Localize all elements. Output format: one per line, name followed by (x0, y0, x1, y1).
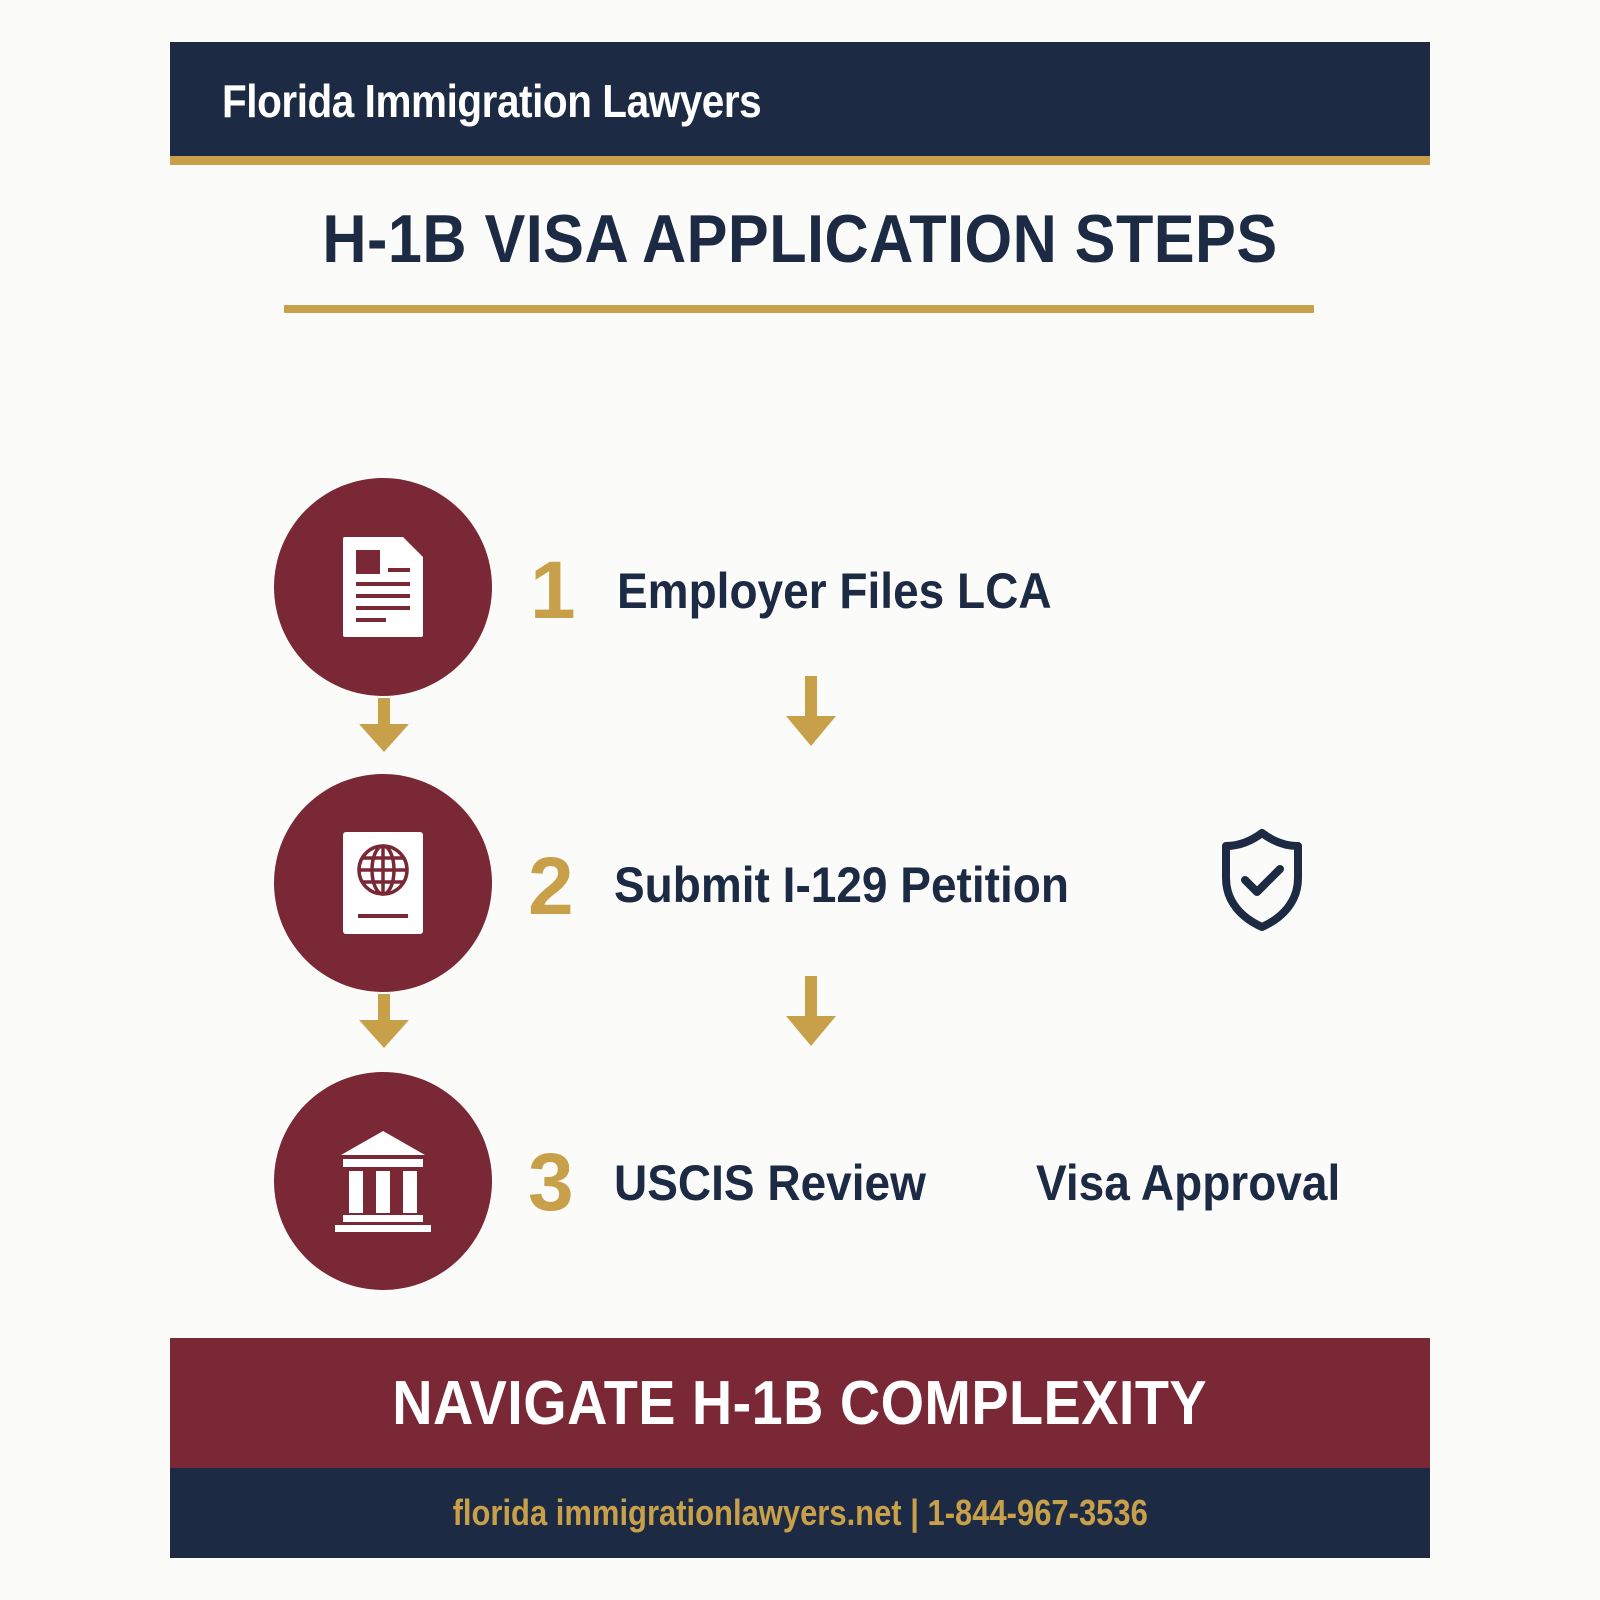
step-2-circle (274, 774, 492, 992)
cta-text: NAVIGATE H-1B COMPLEXITY (392, 1368, 1208, 1438)
title-underline (284, 305, 1314, 313)
shield-check-icon (1222, 829, 1302, 931)
step-3-circle (274, 1072, 492, 1290)
step-2-number: 2 (528, 841, 574, 932)
courthouse-icon (335, 1131, 431, 1232)
page-title: H-1B VISA APPLICATION STEPS (322, 201, 1278, 277)
brand-name: Florida Immigration Lawyers (222, 75, 762, 127)
step-2-label: Submit I-129 Petition (614, 857, 1069, 913)
header-banner: Florida Immigration Lawyers (170, 42, 1430, 156)
arrow-down-icon (786, 976, 836, 1046)
arrow-down-icon (359, 698, 409, 752)
step-3-number: 3 (528, 1137, 574, 1228)
step-1-circle (274, 478, 492, 696)
cta-banner: NAVIGATE H-1B COMPLEXITY (170, 1338, 1430, 1468)
step-1-number: 1 (530, 545, 576, 636)
header-gold-rule (170, 156, 1430, 165)
step-3-label: USCIS Review (614, 1155, 926, 1211)
visa-approval-label: Visa Approval (1036, 1155, 1341, 1211)
arrow-down-icon (786, 676, 836, 746)
footer-banner: florida immigrationlawyers.net | 1-844-9… (170, 1468, 1430, 1558)
document-icon (343, 537, 423, 637)
contact-info: florida immigrationlawyers.net | 1-844-9… (452, 1492, 1148, 1533)
passport-icon (343, 832, 423, 934)
step-1-label: Employer Files LCA (617, 563, 1052, 619)
arrow-down-icon (359, 994, 409, 1048)
